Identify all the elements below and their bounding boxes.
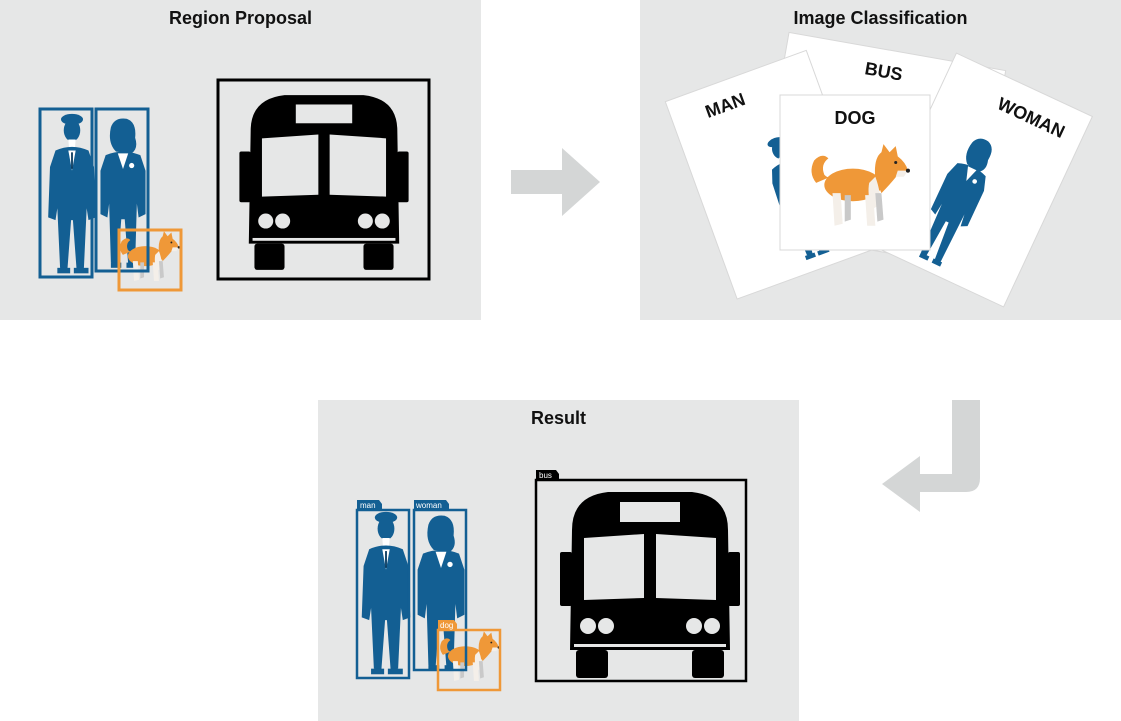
card-dog: DOG [779,94,931,251]
tag-man: man [357,500,382,510]
result-bus-box [534,478,748,683]
region-proposal-panel: Region Proposal [0,0,481,320]
result-man-figure [361,511,411,675]
result-scene: man woman dog bus [355,470,748,692]
bus-icon [239,95,409,270]
result-bus-icon [560,492,740,678]
tag-bus: bus [536,470,559,480]
result-panel: Result man woman dog bus [318,400,799,721]
tag-woman-label: woman [415,501,442,510]
dog-proposal-box [117,228,183,292]
image-classification-title: Image Classification [793,8,968,28]
man-proposal-box [38,107,94,279]
arrow-return-icon [882,400,980,512]
result-title: Result [530,408,586,428]
tag-dog: dog [438,620,457,630]
classification-cards: BUS MAN WOMAN DOG [664,31,1094,308]
man-figure [48,113,96,274]
region-proposal-title: Region Proposal [168,8,312,28]
tag-dog-label: dog [440,621,453,630]
bus-proposal-box [216,78,431,281]
tag-man-label: man [360,501,376,510]
result-dog-box [436,628,502,692]
result-man-box [355,508,411,680]
woman-proposal-box [94,107,150,273]
tag-woman: woman [414,500,449,510]
image-classification-panel: Image Classification BUS MAN WOMAN DOG [640,0,1121,320]
region-proposal-scene [38,78,431,292]
tag-bus-label: bus [539,471,552,480]
card-dog-label: DOG [834,108,875,128]
arrow-right-icon [511,148,600,216]
